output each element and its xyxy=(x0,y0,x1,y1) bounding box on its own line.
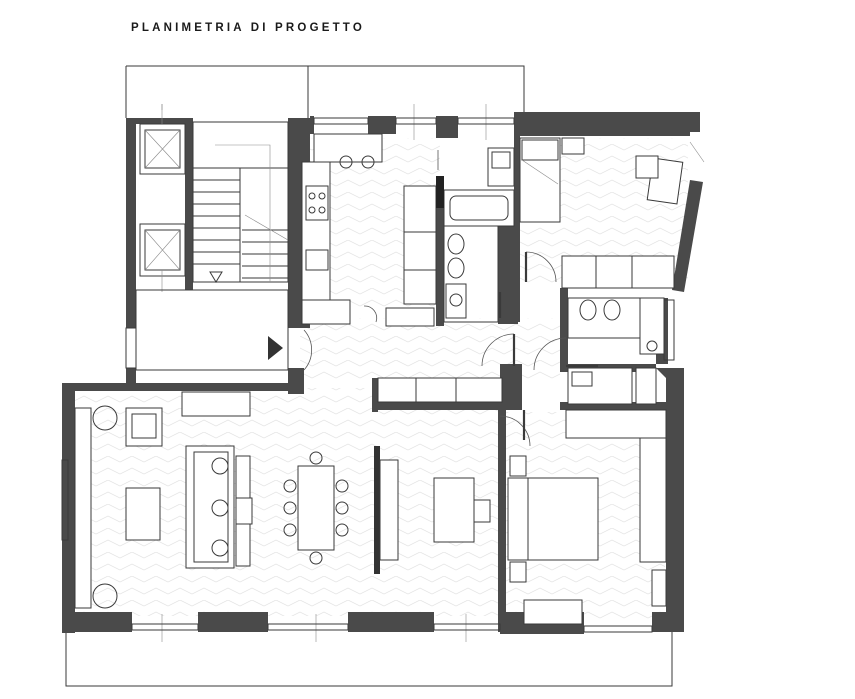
windows xyxy=(61,299,675,633)
terrace-outline xyxy=(65,65,673,687)
doors xyxy=(303,150,598,447)
bathroom-main xyxy=(443,147,515,323)
corridor-cabinet xyxy=(377,377,503,403)
bedroom-master xyxy=(507,409,667,625)
plan-title: PLANIMETRIA DI PROGETTO xyxy=(131,22,365,34)
staircase xyxy=(135,104,289,371)
living-room xyxy=(74,391,491,642)
bedroom-small xyxy=(519,137,705,289)
bathroom-ensuite xyxy=(567,297,665,405)
kitchen xyxy=(161,104,515,327)
